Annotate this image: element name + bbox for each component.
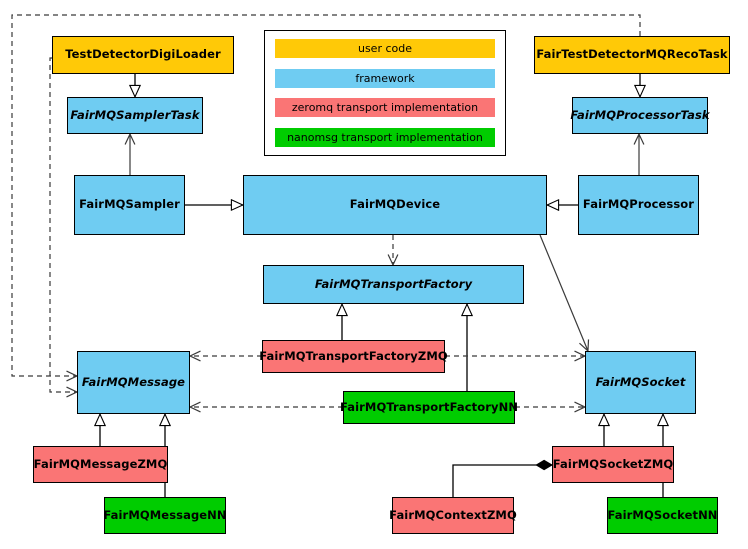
class-box-fairmqtransportfactory[interactable]: FairMQTransportFactory — [263, 265, 524, 304]
class-box-fairmqsampler[interactable]: FairMQSampler — [74, 175, 185, 235]
class-box-fairmqmessage[interactable]: FairMQMessage — [77, 351, 190, 414]
edge-recotask-message — [11, 14, 641, 382]
class-box-fairmqsocketnn[interactable]: FairMQSocketNN — [607, 497, 718, 534]
class-box-fairmqprocessortask[interactable]: FairMQProcessorTask — [570, 97, 710, 134]
edge-digiloader-message — [49, 57, 79, 398]
class-box-fairmqmessagezmq[interactable]: FairMQMessageZMQ — [33, 446, 168, 483]
legend-label-user-code: user code — [357, 42, 413, 55]
class-box-fairmqprocessor[interactable]: FairMQProcessor — [578, 175, 699, 235]
class-box-fairmqsamplertask[interactable]: FairMQSamplerTask — [67, 97, 203, 134]
edge-socketzmq-contextzmq — [452, 465, 552, 497]
legend-item-framework: framework — [275, 68, 495, 88]
legend-item-user-code: user code — [275, 39, 495, 58]
class-box-fairmqtransportfactoryzmq[interactable]: FairMQTransportFactoryZMQ — [259, 340, 448, 373]
class-box-fairmqsocket[interactable]: FairMQSocket — [585, 351, 696, 414]
legend-label-nanomsg: nanomsg transport implementation — [287, 130, 483, 144]
legend-panel: user code framework zeromq transport imp… — [264, 30, 506, 156]
class-box-fairmqsocketzmq[interactable]: FairMQSocketZMQ — [552, 446, 674, 483]
legend-item-zeromq: zeromq transport implementation — [275, 98, 495, 118]
class-box-fairmqdevice[interactable]: FairMQDevice — [243, 175, 547, 235]
class-box-fairmqtransportfactorynn[interactable]: FairMQTransportFactoryNN — [340, 391, 518, 424]
class-box-fairmqmessagenn[interactable]: FairMQMessageNN — [103, 497, 227, 534]
class-box-testdetectordigiloader[interactable]: TestDetectorDigiLoader — [52, 36, 234, 74]
legend-item-nanomsg: nanomsg transport implementation — [275, 127, 495, 147]
legend-label-framework: framework — [355, 71, 415, 85]
class-box-fairtestdetectormqrecotask[interactable]: FairTestDetectorMQRecoTask — [534, 36, 730, 74]
legend-label-zeromq: zeromq transport implementation — [291, 101, 479, 115]
class-box-fairmqcontextzmq[interactable]: FairMQContextZMQ — [389, 497, 517, 534]
edge-device-socket — [539, 234, 590, 353]
